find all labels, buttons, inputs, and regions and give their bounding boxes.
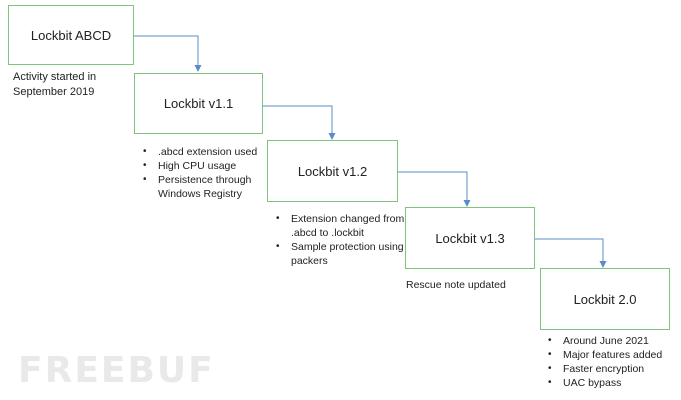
note-item: Around June 2021 <box>548 334 681 348</box>
watermark-logo: FREEBUF <box>18 350 215 391</box>
stage-notes-v11: .abcd extension used High CPU usage Pers… <box>140 145 288 201</box>
note-item: Persistence through Windows Registry <box>143 173 288 201</box>
stage-label-v20: Lockbit 2.0 <box>573 291 637 307</box>
stage-box-v12: Lockbit v1.2 <box>267 140 398 202</box>
arrow-abcd-to-v11 <box>134 35 202 72</box>
note-item: Sample protection using packers <box>276 240 421 268</box>
stage-box-v13: Lockbit v1.3 <box>405 207 535 269</box>
stage-label-v13: Lockbit v1.3 <box>435 230 505 246</box>
arrow-v13-to-v20 <box>535 238 607 268</box>
arrow-v12-to-v13 <box>398 171 471 207</box>
stage-box-v20: Lockbit 2.0 <box>540 268 670 330</box>
stage-notes-v12: Extension changed from .abcd to .lockbit… <box>273 212 421 268</box>
note-item: Extension changed from .abcd to .lockbit <box>276 212 421 240</box>
stage-label-v12: Lockbit v1.2 <box>297 163 368 179</box>
stage-label-abcd: Lockbit ABCD <box>30 27 112 43</box>
note-item: Faster encryption <box>548 362 681 376</box>
note-item: High CPU usage <box>143 159 288 173</box>
arrow-v11-to-v12 <box>263 105 336 140</box>
stage-box-abcd: Lockbit ABCD <box>8 5 134 65</box>
stage-box-v11: Lockbit v1.1 <box>134 73 263 134</box>
note-item: UAC bypass <box>548 376 681 390</box>
note-item: Major features added <box>548 348 681 362</box>
stage-note-abcd: Activity started in September 2019 <box>13 71 97 98</box>
stage-notes-v20: Around June 2021 Major features added Fa… <box>545 334 681 390</box>
stage-label-v11: Lockbit v1.1 <box>163 96 234 111</box>
note-item: .abcd extension used <box>143 145 288 159</box>
stage-note-v13: Rescue note updated <box>406 279 506 291</box>
